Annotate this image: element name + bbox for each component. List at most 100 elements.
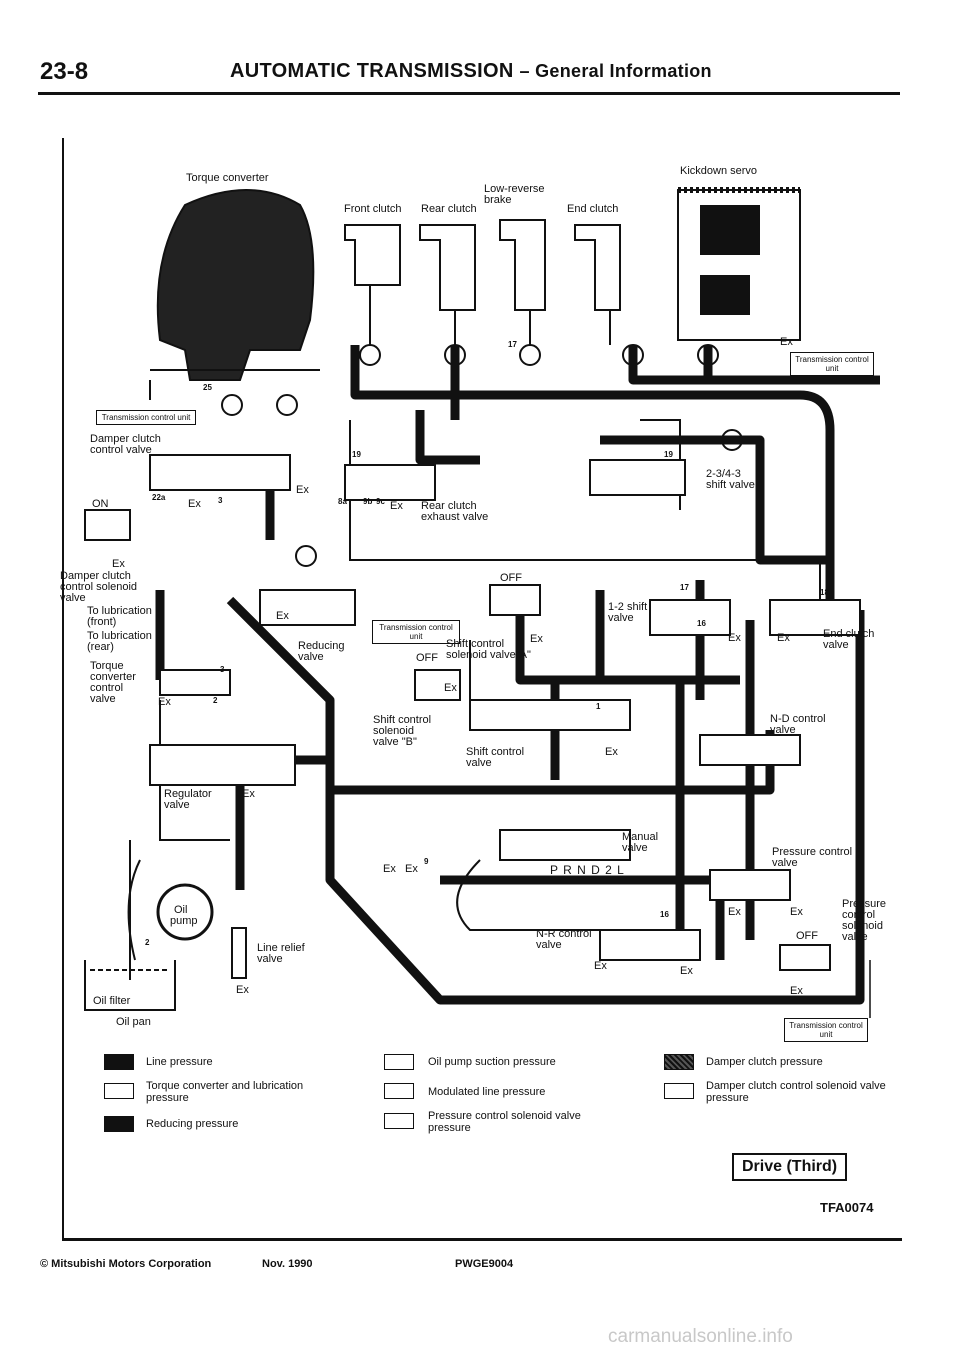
tag-18: 18 bbox=[820, 588, 829, 597]
label-ex-3: Ex bbox=[112, 558, 125, 570]
tag-16b: 16 bbox=[660, 910, 669, 919]
tag-17b: 17 bbox=[680, 583, 689, 592]
label-reducing-2: valve bbox=[298, 651, 324, 663]
label-tcv-1: Torque bbox=[90, 660, 124, 672]
label-regulator-1: Regulator bbox=[164, 788, 212, 800]
label-nr-1: N-R control bbox=[536, 928, 592, 940]
tag-19a: 19 bbox=[352, 450, 361, 459]
legend-swatch-pcsv bbox=[384, 1113, 414, 1129]
oil-filter-housing bbox=[84, 960, 176, 1011]
label-scv-1: Shift control bbox=[466, 746, 525, 758]
label-ex-19: Ex bbox=[790, 985, 803, 997]
low-reverse-brake bbox=[499, 219, 546, 345]
label-pcsv-4: valve bbox=[842, 931, 868, 943]
tag-9b: 9b bbox=[363, 497, 373, 506]
label-damper-ccv-2: control valve bbox=[90, 444, 152, 456]
tag-8a: 8a bbox=[338, 497, 347, 506]
label-pcv-2: valve bbox=[772, 857, 798, 869]
label-scsvb-1: Shift control bbox=[373, 714, 432, 726]
label-prnd: P R N D 2 L bbox=[550, 863, 625, 877]
label-oil-pump-2: pump bbox=[170, 915, 198, 927]
legend-damper-sol: Damper clutch control solenoid valve pre… bbox=[706, 1080, 886, 1104]
tag-25: 25 bbox=[203, 383, 212, 392]
label-relief-1: Line relief bbox=[257, 942, 305, 954]
label-manual-2: valve bbox=[622, 842, 648, 854]
footer-date: Nov. 1990 bbox=[262, 1258, 313, 1270]
tcu-box-right: Transmission control unit bbox=[790, 352, 874, 376]
label-front-clutch: Front clutch bbox=[344, 203, 402, 215]
label-ex-17: Ex bbox=[728, 906, 741, 918]
legend-swatch-line bbox=[104, 1054, 134, 1070]
oil-pan-line bbox=[127, 859, 141, 961]
frame-left-rule bbox=[62, 138, 64, 1238]
label-scsvb-2: solenoid bbox=[373, 725, 414, 737]
title-main: AUTOMATIC TRANSMISSION bbox=[230, 60, 514, 82]
label-ex-13: Ex bbox=[383, 863, 396, 875]
front-clutch bbox=[344, 224, 401, 345]
tcu-box-left: Transmission control unit bbox=[96, 410, 196, 425]
valve-bodies bbox=[84, 454, 861, 971]
legend-swatch-damper-sol bbox=[664, 1083, 694, 1099]
label-tcv-4: valve bbox=[90, 693, 116, 705]
end-clutch bbox=[574, 224, 621, 345]
label-ex-16: Ex bbox=[680, 965, 693, 977]
legend-damper: Damper clutch pressure bbox=[706, 1056, 823, 1068]
label-pcv-1: Pressure control bbox=[772, 846, 853, 858]
label-damper-sol-2: control solenoid bbox=[60, 581, 138, 593]
tag-16a: 16 bbox=[697, 619, 706, 628]
figure-ref-code: TFA0074 bbox=[820, 1200, 874, 1215]
label-off-1: OFF bbox=[500, 572, 522, 584]
label-12-2: valve bbox=[608, 612, 634, 624]
label-damper-ccv-1: Damper clutch bbox=[90, 433, 161, 445]
label-scsvb-3: valve "B" bbox=[373, 736, 417, 748]
orifices bbox=[221, 344, 743, 567]
tag-3a: 3 bbox=[220, 665, 225, 674]
torque-converter-housing bbox=[156, 189, 315, 381]
label-ex-6: Ex bbox=[530, 633, 543, 645]
label-234-2: shift valve bbox=[706, 479, 755, 491]
label-pcsv-2: control bbox=[842, 909, 876, 921]
tag-3b: 3 bbox=[218, 496, 223, 505]
label-ex-2: Ex bbox=[188, 498, 201, 510]
legend-swatch-damper bbox=[664, 1054, 694, 1070]
label-scv-2: valve bbox=[466, 757, 492, 769]
label-ex-11: Ex bbox=[242, 788, 255, 800]
label-lube-front-1: To lubrication bbox=[87, 605, 152, 617]
label-scsva-2: solenoid valve"A" bbox=[446, 649, 531, 661]
label-ex-18: Ex bbox=[790, 906, 803, 918]
label-damper-sol-1: Damper clutch bbox=[60, 570, 131, 582]
label-ex-9: Ex bbox=[605, 746, 618, 758]
tag-2a: 2 bbox=[213, 696, 218, 705]
rear-clutch bbox=[419, 224, 476, 345]
label-oil-filter: Oil filter bbox=[93, 995, 131, 1007]
legend-pcsv: Pressure control solenoid valve pressure bbox=[428, 1110, 581, 1134]
mode-label: Drive (Third) bbox=[732, 1153, 848, 1181]
label-nd-2: valve bbox=[770, 724, 796, 736]
label-ecv-1: End clutch bbox=[823, 628, 875, 640]
label-lube-front-2: (front) bbox=[87, 616, 117, 628]
legend-suction: Oil pump suction pressure bbox=[428, 1056, 556, 1068]
label-tcv-3: control bbox=[90, 682, 124, 694]
legend-modulated: Modulated line pressure bbox=[428, 1086, 546, 1098]
label-ex-12: Ex bbox=[236, 984, 249, 996]
label-ex-10: Ex bbox=[158, 696, 171, 708]
title-sub: – General Information bbox=[519, 61, 712, 81]
label-end-clutch-top: End clutch bbox=[567, 203, 619, 215]
label-reducing-1: Reducing bbox=[298, 640, 345, 652]
label-ex-8: Ex bbox=[777, 632, 790, 644]
label-ex-1: Ex bbox=[296, 484, 309, 496]
label-on: ON bbox=[92, 498, 109, 510]
label-ex-20: Ex bbox=[276, 610, 289, 622]
line-pressure-lines bbox=[155, 345, 880, 1005]
tag-22a: 22a bbox=[152, 493, 166, 502]
label-ex-21: Ex bbox=[444, 682, 457, 694]
legend-torque-lube: Torque converter and lubrication pressur… bbox=[146, 1080, 304, 1104]
label-lube-rear-2: (rear) bbox=[87, 641, 114, 653]
label-damper-sol-3: valve bbox=[60, 592, 86, 604]
label-lube-rear-1: To lubrication bbox=[87, 630, 152, 642]
footer-copyright: © Mitsubishi Motors Corporation bbox=[40, 1258, 212, 1270]
watermark: carmanualsonline.info bbox=[608, 1326, 793, 1347]
label-rear-clutch: Rear clutch bbox=[421, 203, 477, 215]
legend-swatch-torque bbox=[104, 1083, 134, 1099]
